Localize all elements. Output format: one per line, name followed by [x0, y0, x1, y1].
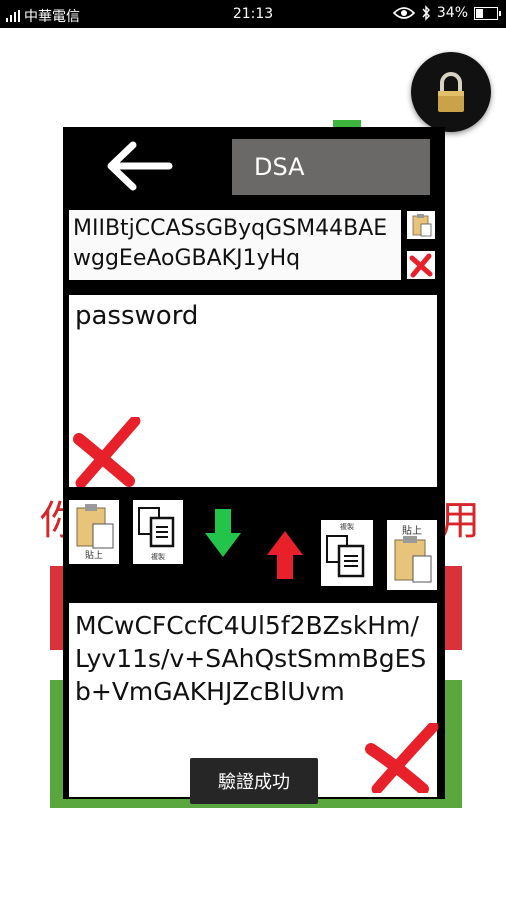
copy-icon	[326, 535, 365, 578]
red-up-arrow-icon	[267, 531, 303, 579]
toast-text: 驗證成功	[218, 772, 290, 793]
eye-icon	[392, 7, 415, 19]
copy-signature-button[interactable]: 複製	[321, 520, 373, 586]
clipboard-icon	[394, 536, 432, 583]
paste-password-button[interactable]: 貼上	[69, 500, 119, 564]
status-left: 中華電信	[6, 6, 80, 26]
battery-percent: 34%	[436, 5, 468, 21]
clear-password-button[interactable]	[71, 415, 141, 489]
status-right: 34%	[392, 5, 501, 21]
battery-fill	[476, 8, 483, 18]
red-x-icon	[365, 721, 439, 795]
public-key-input[interactable]: MIIBtjCCASsGByqGSM44BAEwggEeAoGBAKJ1yHq	[69, 210, 401, 280]
copy-password-button[interactable]: 複製	[133, 500, 183, 564]
signature-dialog: DSA MIIBtjCCASsGByqGSM44BAEwggEeAoGBAKJ1…	[63, 127, 445, 799]
paste-label: 貼上	[402, 526, 422, 537]
algorithm-selector[interactable]: DSA	[232, 139, 430, 195]
lock-icon	[438, 72, 464, 112]
status-time: 21:13	[232, 6, 274, 22]
red-x-icon	[73, 415, 141, 489]
verify-up-button[interactable]	[265, 529, 305, 581]
green-down-arrow-icon	[205, 509, 241, 557]
password-input[interactable]: password	[69, 295, 437, 487]
sign-down-button[interactable]	[203, 507, 243, 559]
paste-label: 貼上	[84, 551, 103, 561]
password-text: password	[75, 301, 199, 331]
status-bar: 中華電信 21:13 34%	[0, 0, 506, 28]
bluetooth-icon	[422, 5, 430, 21]
clear-key-button[interactable]	[407, 251, 435, 279]
clipboard-icon	[76, 504, 114, 549]
back-arrow-icon	[107, 141, 173, 191]
red-x-icon	[409, 253, 433, 278]
clipboard-icon	[412, 214, 432, 237]
background-red-text-right: 用	[440, 498, 480, 544]
copy-label: 複製	[340, 523, 354, 531]
copy-label: 複製	[151, 553, 165, 561]
back-button[interactable]	[103, 139, 173, 193]
clear-signature-button[interactable]	[365, 721, 439, 795]
signature-output[interactable]: MCwCFCcfC4Ul5f2BZskHm/Lyv11s/v+SAhQstSmm…	[69, 603, 437, 797]
algorithm-label: DSA	[254, 153, 305, 181]
battery-icon	[474, 6, 501, 20]
carrier-name: 中華電信	[24, 9, 80, 25]
copy-icon	[138, 507, 175, 548]
paste-key-button[interactable]	[407, 211, 435, 239]
paste-signature-button[interactable]: 貼上	[387, 520, 437, 590]
signal-icon	[6, 10, 20, 22]
lock-button[interactable]	[411, 52, 491, 132]
toast-message: 驗證成功	[190, 758, 318, 804]
